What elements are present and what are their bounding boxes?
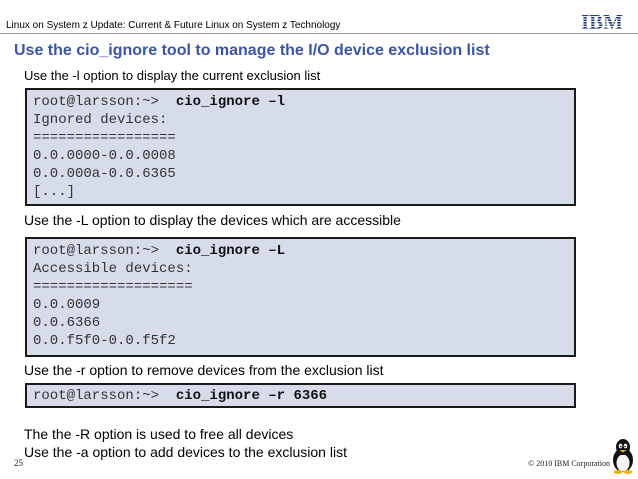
code-block-list: root@larsson:~> cio_ignore –l Ignored de…: [25, 88, 576, 206]
bullet-R-option: The the -R option is used to free all de…: [24, 426, 294, 442]
bullet-L-option: Use the -L option to display the devices…: [24, 212, 401, 228]
page-number: 25: [14, 458, 23, 468]
copyright-notice: © 2010 IBM Corporation: [528, 459, 610, 468]
header-divider: [0, 33, 638, 34]
code-output-line: 0.0.0009: [33, 297, 101, 313]
bullet-a-option: Use the -a option to add devices to the …: [24, 444, 347, 460]
code-output-line: Accessible devices:: [33, 261, 193, 277]
code-command: cio_ignore –L: [175, 243, 286, 259]
bullet-r-option: Use the -r option to remove devices from…: [24, 362, 384, 378]
code-command-line: root@larsson:~> cio_ignore –r 6366: [33, 387, 574, 405]
slide-title: Use the cio_ignore tool to manage the I/…: [14, 42, 490, 59]
header-title: Linux on System z Update: Current & Futu…: [6, 20, 341, 31]
code-output-line: [...]: [33, 184, 76, 200]
code-command-line: root@larsson:~> cio_ignore –L: [33, 242, 574, 260]
code-prompt: root@larsson:~>: [33, 243, 176, 259]
code-command: cio_ignore –l: [175, 94, 286, 110]
ibm-logo-icon: IBM: [581, 12, 623, 32]
tux-penguin-icon: [613, 439, 633, 474]
code-command: cio_ignore –r 6366: [175, 388, 328, 404]
code-block-accessible: root@larsson:~> cio_ignore –L Accessible…: [25, 237, 576, 357]
code-output-line: 0.0.000a-0.0.6365: [33, 166, 176, 182]
code-output-line: ===================: [33, 279, 193, 295]
code-output-line: 0.0.0000-0.0.0008: [33, 148, 176, 164]
code-prompt: root@larsson:~>: [33, 94, 176, 110]
code-output-line: 0.0.6366: [33, 315, 101, 331]
code-prompt: root@larsson:~>: [33, 388, 176, 404]
code-output-line: =================: [33, 130, 176, 146]
code-block-remove: root@larsson:~> cio_ignore –r 6366: [25, 383, 576, 408]
code-command-line: root@larsson:~> cio_ignore –l: [33, 93, 574, 111]
code-output-line: Ignored devices:: [33, 112, 168, 128]
ibm-logo: IBM: [576, 12, 628, 32]
ibm-logo-text: IBM: [581, 12, 623, 32]
bullet-list-option: Use the -l option to display the current…: [24, 68, 321, 83]
code-output-line: 0.0.f5f0-0.0.f5f2: [33, 333, 176, 349]
